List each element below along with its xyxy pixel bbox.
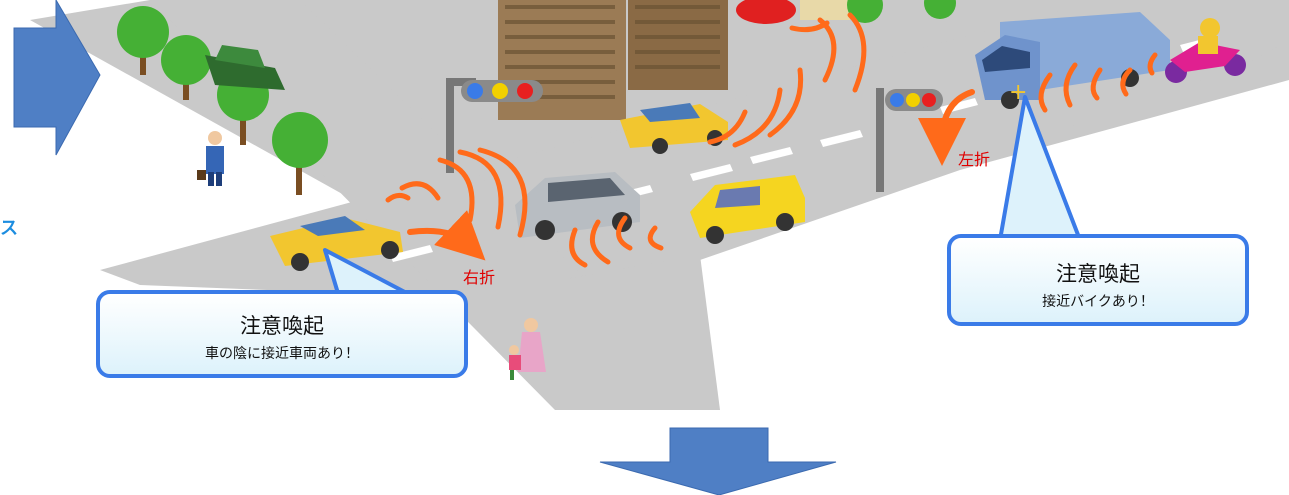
callout-title: 注意喚起 [951, 258, 1245, 288]
right-turn-label: 右折 [463, 264, 495, 288]
callout-message: 接近バイクあり！ [951, 291, 1245, 311]
down-arrow-icon [600, 428, 836, 495]
pedestrian-icon [197, 131, 224, 186]
callout-approaching-bike: 注意喚起 接近バイクあり！ [947, 234, 1249, 326]
left-turn-label: 左折 [958, 146, 990, 170]
callout-message: 車の陰に接近車両あり！ [100, 343, 464, 363]
edge-text: ス [0, 214, 18, 240]
callout-hidden-vehicle: 注意喚起 車の陰に接近車両あり！ [96, 290, 468, 378]
callout-title: 注意喚起 [100, 310, 464, 340]
